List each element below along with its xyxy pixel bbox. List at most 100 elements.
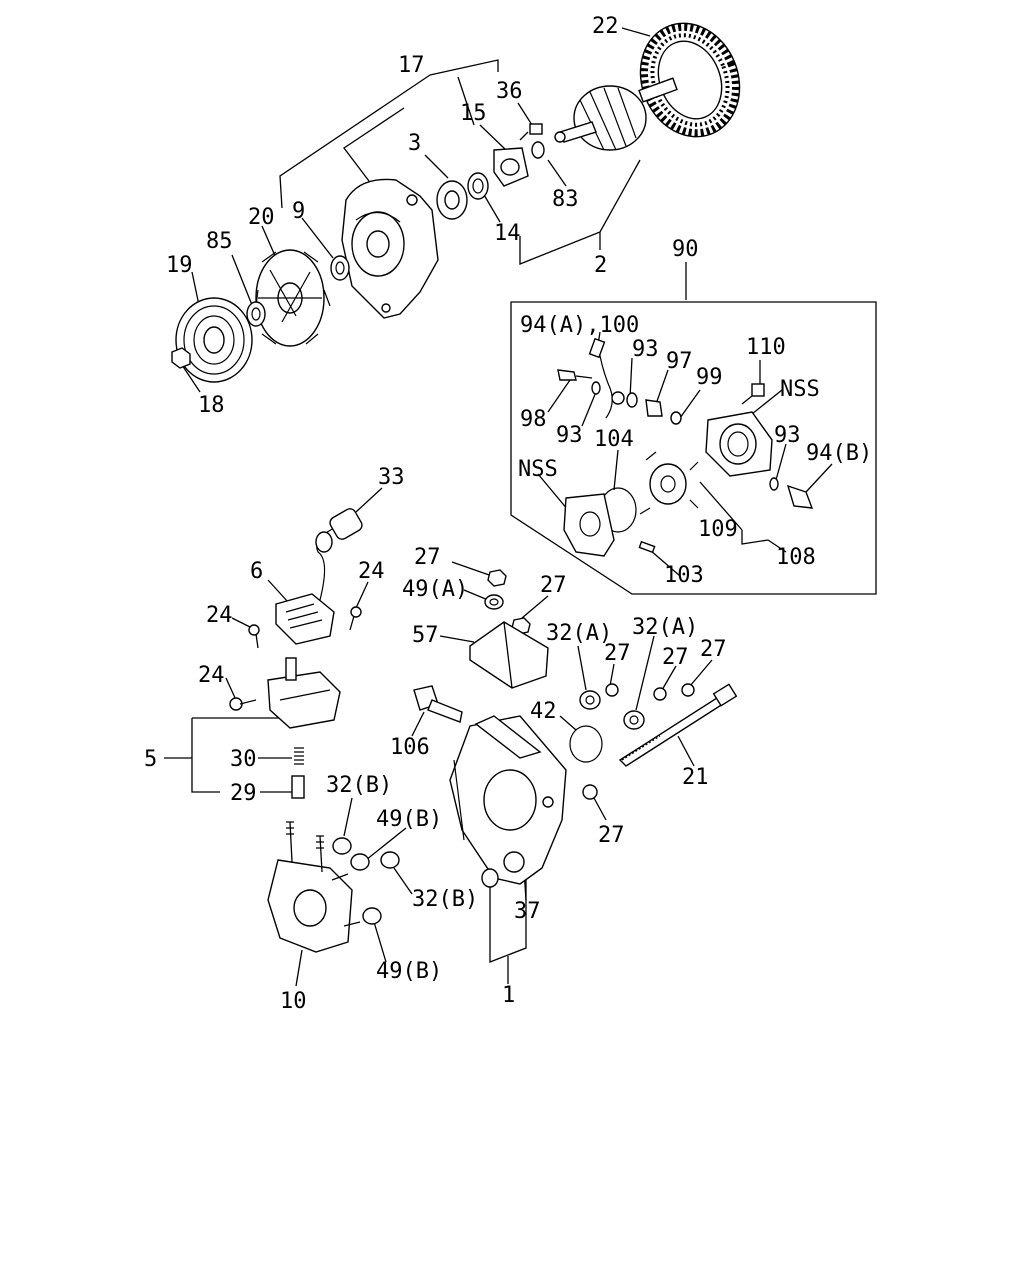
- bolt-110: [741, 383, 765, 405]
- callout-32b-2: 32(B): [412, 887, 478, 912]
- callout-27f: 27: [598, 823, 625, 848]
- bushing-49b-2: [362, 907, 382, 925]
- callout-103: 103: [664, 563, 704, 588]
- callout-labels: 22 17 36 15 3 83 20 9 85 19 14 2 18 90 9…: [144, 14, 872, 1014]
- bushing-32a-1: [579, 690, 601, 710]
- callout-30: 30: [230, 747, 257, 772]
- callout-85: 85: [206, 229, 233, 254]
- bushing-1: [481, 868, 499, 888]
- bolt-106: [413, 685, 463, 723]
- ring-83: [531, 141, 545, 159]
- spring-30: [294, 747, 304, 765]
- stator-part: [639, 22, 741, 138]
- rectifier-10: [267, 821, 361, 953]
- collar-9: [330, 255, 350, 281]
- callout-18: 18: [198, 393, 225, 418]
- callout-2: 2: [594, 253, 607, 278]
- oring-42: [569, 725, 603, 763]
- nut-18: [171, 347, 191, 369]
- washer-93a: [591, 381, 601, 395]
- washer-93b: [626, 392, 638, 408]
- bushing-32b-2: [380, 851, 400, 869]
- callout-94a-100: 94(A),100: [520, 313, 639, 338]
- pump-housing-nss: [705, 411, 773, 477]
- bushing-49a: [484, 594, 504, 610]
- callout-nss-top: NSS: [780, 377, 820, 402]
- callout-27a: 27: [414, 545, 441, 570]
- spacer-85: [246, 301, 266, 327]
- callout-57: 57: [412, 623, 439, 648]
- washer-93c: [769, 477, 779, 491]
- callout-29: 29: [230, 781, 257, 806]
- callout-24c: 24: [198, 663, 225, 688]
- screw-24a: [349, 606, 362, 631]
- rear-housing-37: [449, 715, 567, 885]
- callout-97: 97: [666, 349, 693, 374]
- callout-110: 110: [746, 335, 786, 360]
- callout-99: 99: [696, 365, 723, 390]
- nut-27a: [487, 569, 507, 587]
- bearing-3: [436, 180, 468, 220]
- callout-22: 22: [592, 14, 619, 39]
- callout-37: 37: [514, 899, 541, 924]
- pump-rotor-109: [639, 451, 699, 515]
- callout-10: 10: [280, 989, 307, 1014]
- callout-93c: 93: [774, 423, 801, 448]
- callout-94b: 94(B): [806, 441, 872, 466]
- callout-32b-1: 32(B): [326, 773, 392, 798]
- callout-98: 98: [520, 407, 547, 432]
- brush-29: [291, 775, 305, 799]
- callout-108: 108: [776, 545, 816, 570]
- pin-103: [638, 540, 656, 554]
- regulator-6: [275, 527, 335, 645]
- brush-holder-5: [267, 657, 341, 729]
- retainer-plate-15: [493, 147, 529, 187]
- callout-49b-2: 49(B): [376, 959, 442, 984]
- pulley-19: [175, 297, 253, 383]
- callout-93a: 93: [632, 337, 659, 362]
- pump-bolt-98: [557, 369, 593, 381]
- cover-57: [469, 621, 549, 689]
- callout-1: 1: [502, 983, 515, 1008]
- pipe-94a-100: [588, 337, 625, 419]
- callout-5: 5: [144, 747, 157, 772]
- callout-33: 33: [378, 465, 405, 490]
- callout-104: 104: [594, 427, 634, 452]
- through-bolt-21: [618, 683, 738, 767]
- callout-32a-1: 32(A): [546, 621, 612, 646]
- nut-27c: [605, 683, 619, 697]
- callout-49b-1: 49(B): [376, 807, 442, 832]
- callout-24a: 24: [358, 559, 385, 584]
- ring-99: [670, 411, 682, 425]
- callout-20: 20: [248, 205, 275, 230]
- callout-3: 3: [408, 131, 421, 156]
- fitting-94b: [786, 484, 814, 509]
- callout-83: 83: [552, 187, 579, 212]
- screw-24c: [229, 697, 257, 711]
- nut-27d: [653, 687, 667, 701]
- callout-19: 19: [166, 253, 193, 278]
- callout-15: 15: [460, 101, 487, 126]
- fan-20: [255, 249, 331, 347]
- callout-49a: 49(A): [402, 577, 468, 602]
- nut-27f: [582, 784, 598, 800]
- ring-14: [467, 172, 489, 200]
- pump-cover-nss: [563, 493, 615, 557]
- callout-27c: 27: [604, 641, 631, 666]
- callout-36: 36: [496, 79, 523, 104]
- callout-109: 109: [698, 517, 738, 542]
- callout-93b: 93: [556, 423, 583, 448]
- fitting-97: [645, 399, 663, 417]
- nut-27e: [681, 683, 695, 697]
- callout-27b: 27: [540, 573, 567, 598]
- bushing-32a-2: [623, 710, 645, 730]
- leader-lines: [164, 27, 877, 987]
- callout-90: 90: [672, 237, 699, 262]
- callout-42: 42: [530, 699, 557, 724]
- screw-24b: [248, 624, 260, 649]
- callout-17: 17: [398, 53, 425, 78]
- parts: [171, 22, 814, 953]
- bushing-32b-1: [332, 837, 352, 855]
- callout-14: 14: [494, 221, 521, 246]
